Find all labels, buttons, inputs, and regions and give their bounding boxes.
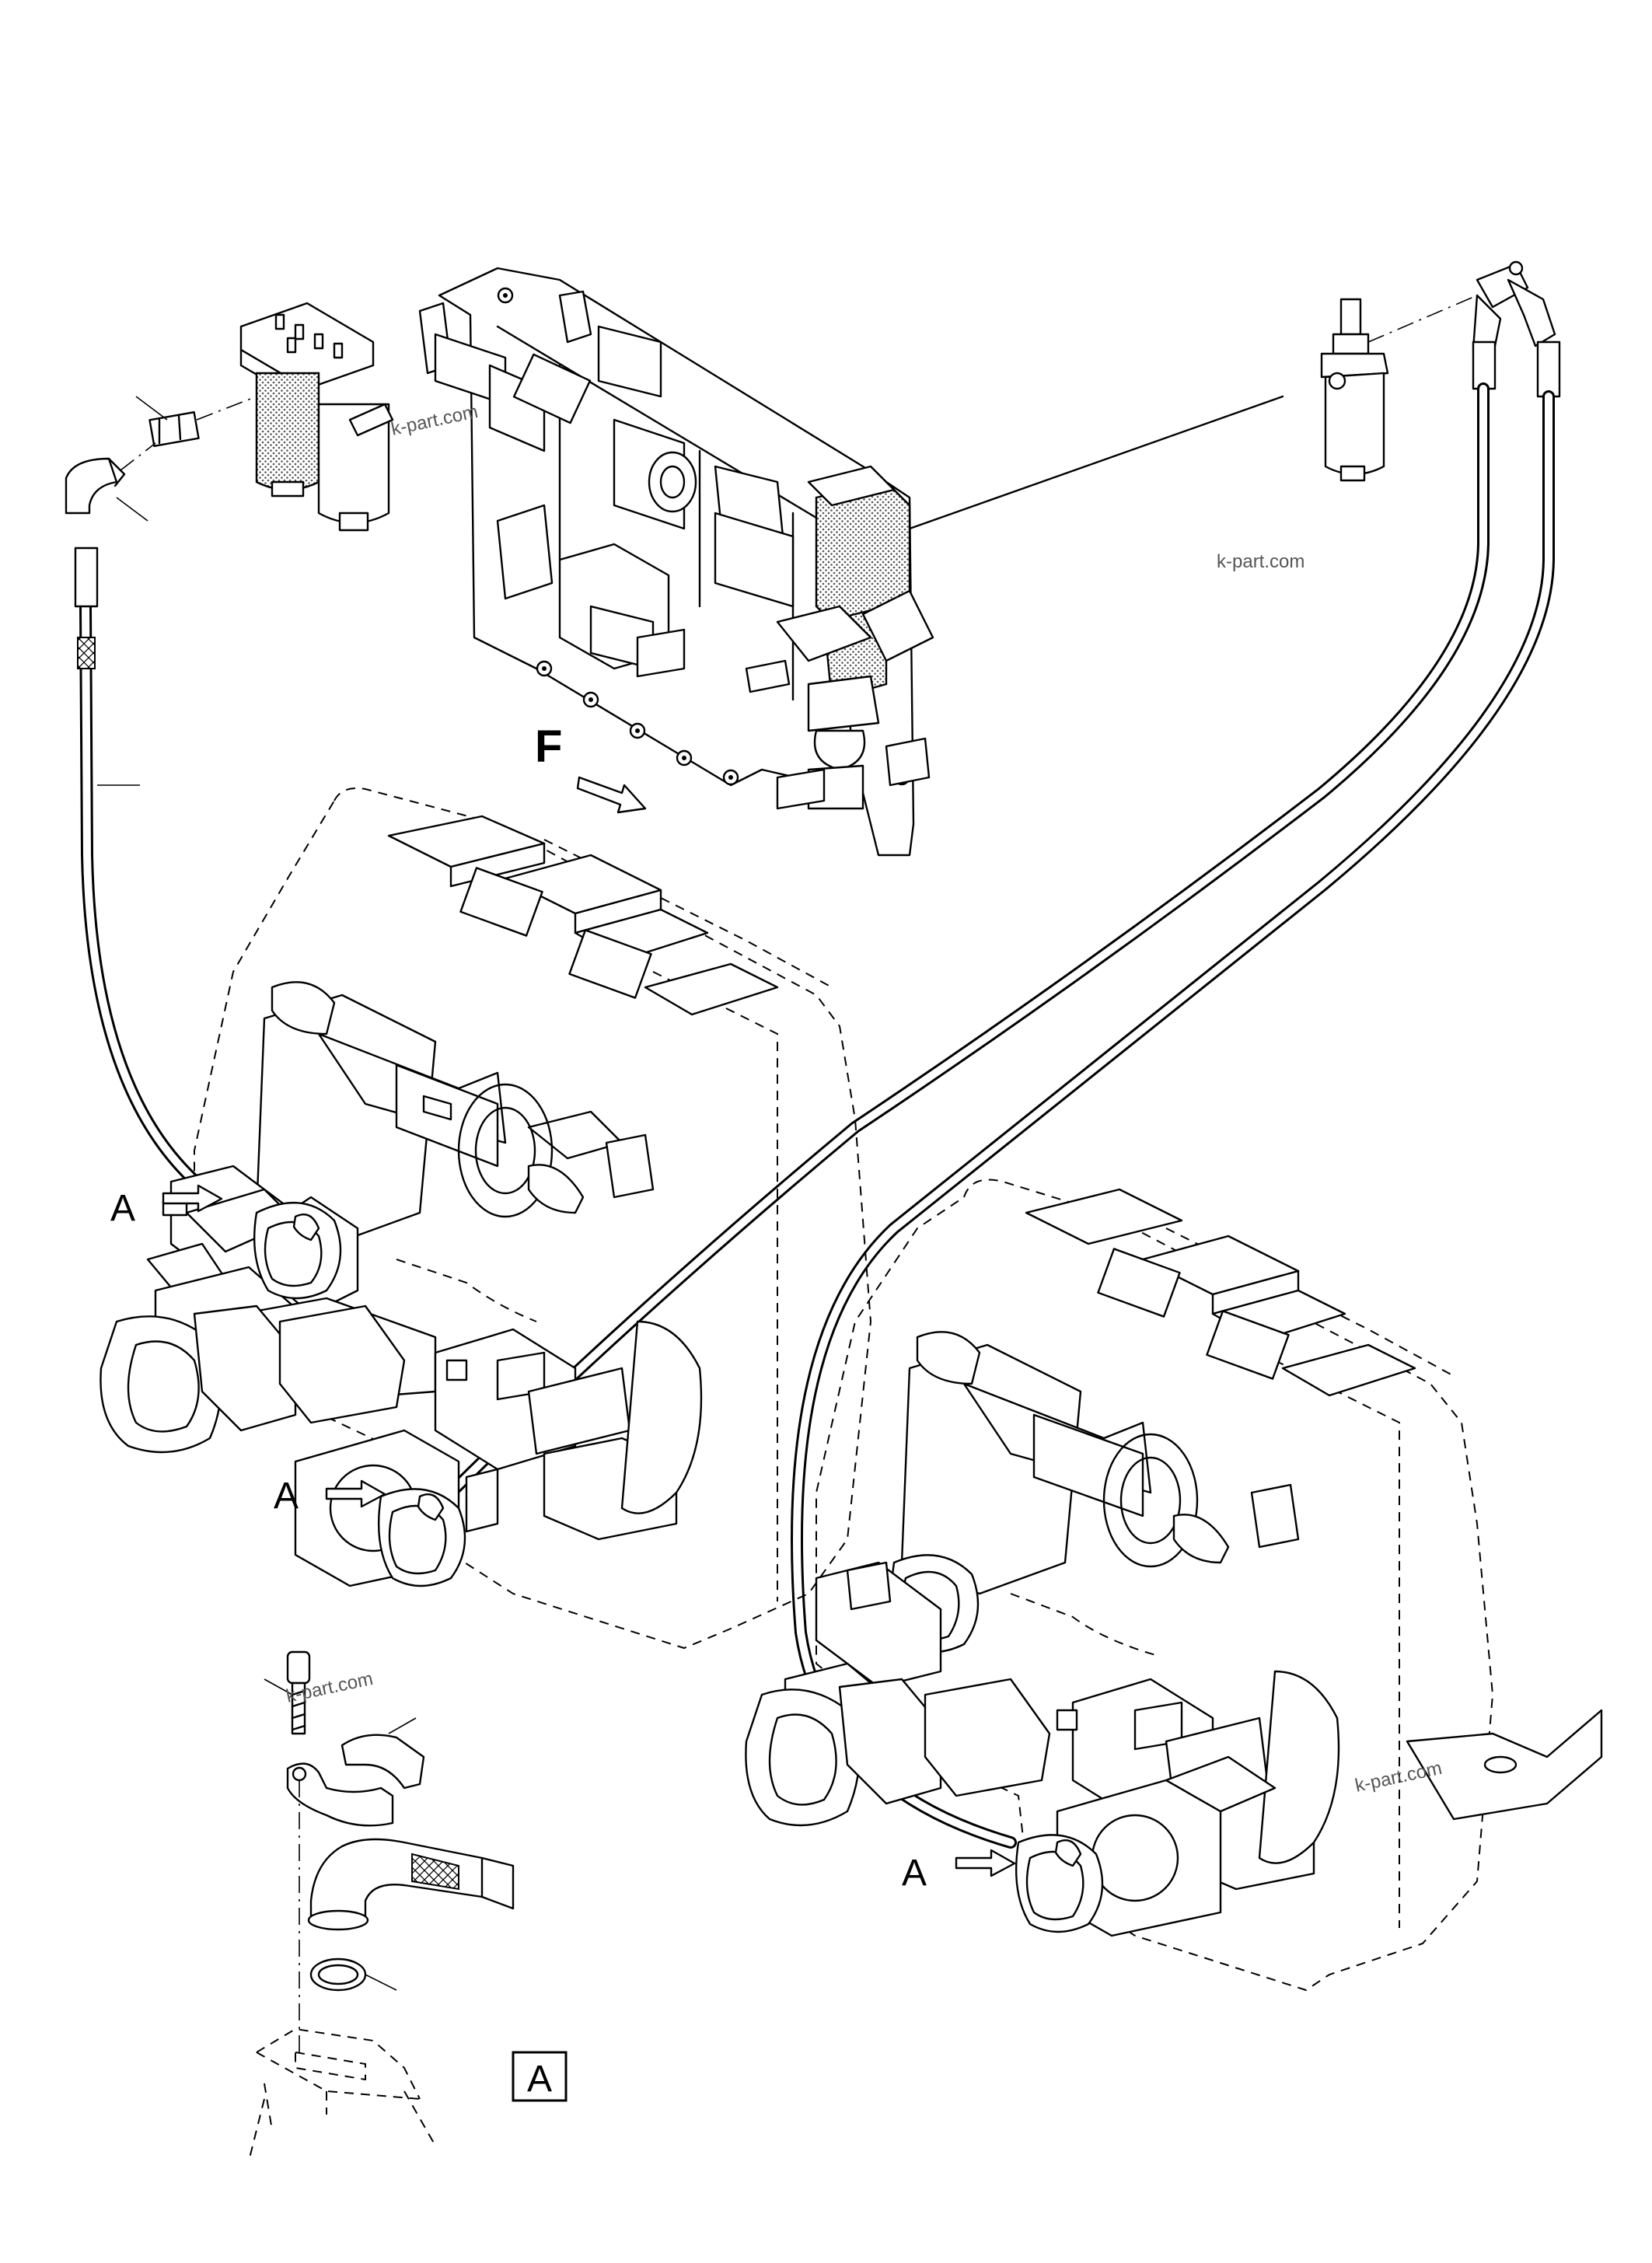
callout-a-1: A [110, 1188, 135, 1229]
detail-a-label: A [527, 2059, 552, 2100]
view-f-label: F [535, 721, 562, 772]
transmission-assembly-1 [100, 788, 872, 1650]
pressure-filter [1320, 295, 1478, 482]
watermark: k-part.com [389, 401, 480, 440]
hose-right-upper [420, 382, 1490, 1514]
elbow-fitting-left [65, 442, 156, 522]
adapter-fitting [135, 396, 257, 447]
watermark: k-part.com [1217, 551, 1304, 572]
elbow-fittings [1472, 260, 1561, 398]
detail-a-box [512, 2051, 568, 2102]
callout-arrows [162, 776, 1016, 1877]
callout-a-3: A [902, 1853, 927, 1894]
callout-a-2: A [274, 1475, 299, 1517]
detail-a-flange-clamp [248, 1650, 515, 2162]
watermark: k-part.com [1353, 1758, 1444, 1797]
valve-block-assembly [239, 267, 934, 857]
transmission-assembly-2 [745, 1179, 1603, 1992]
leader-line [908, 395, 1284, 530]
